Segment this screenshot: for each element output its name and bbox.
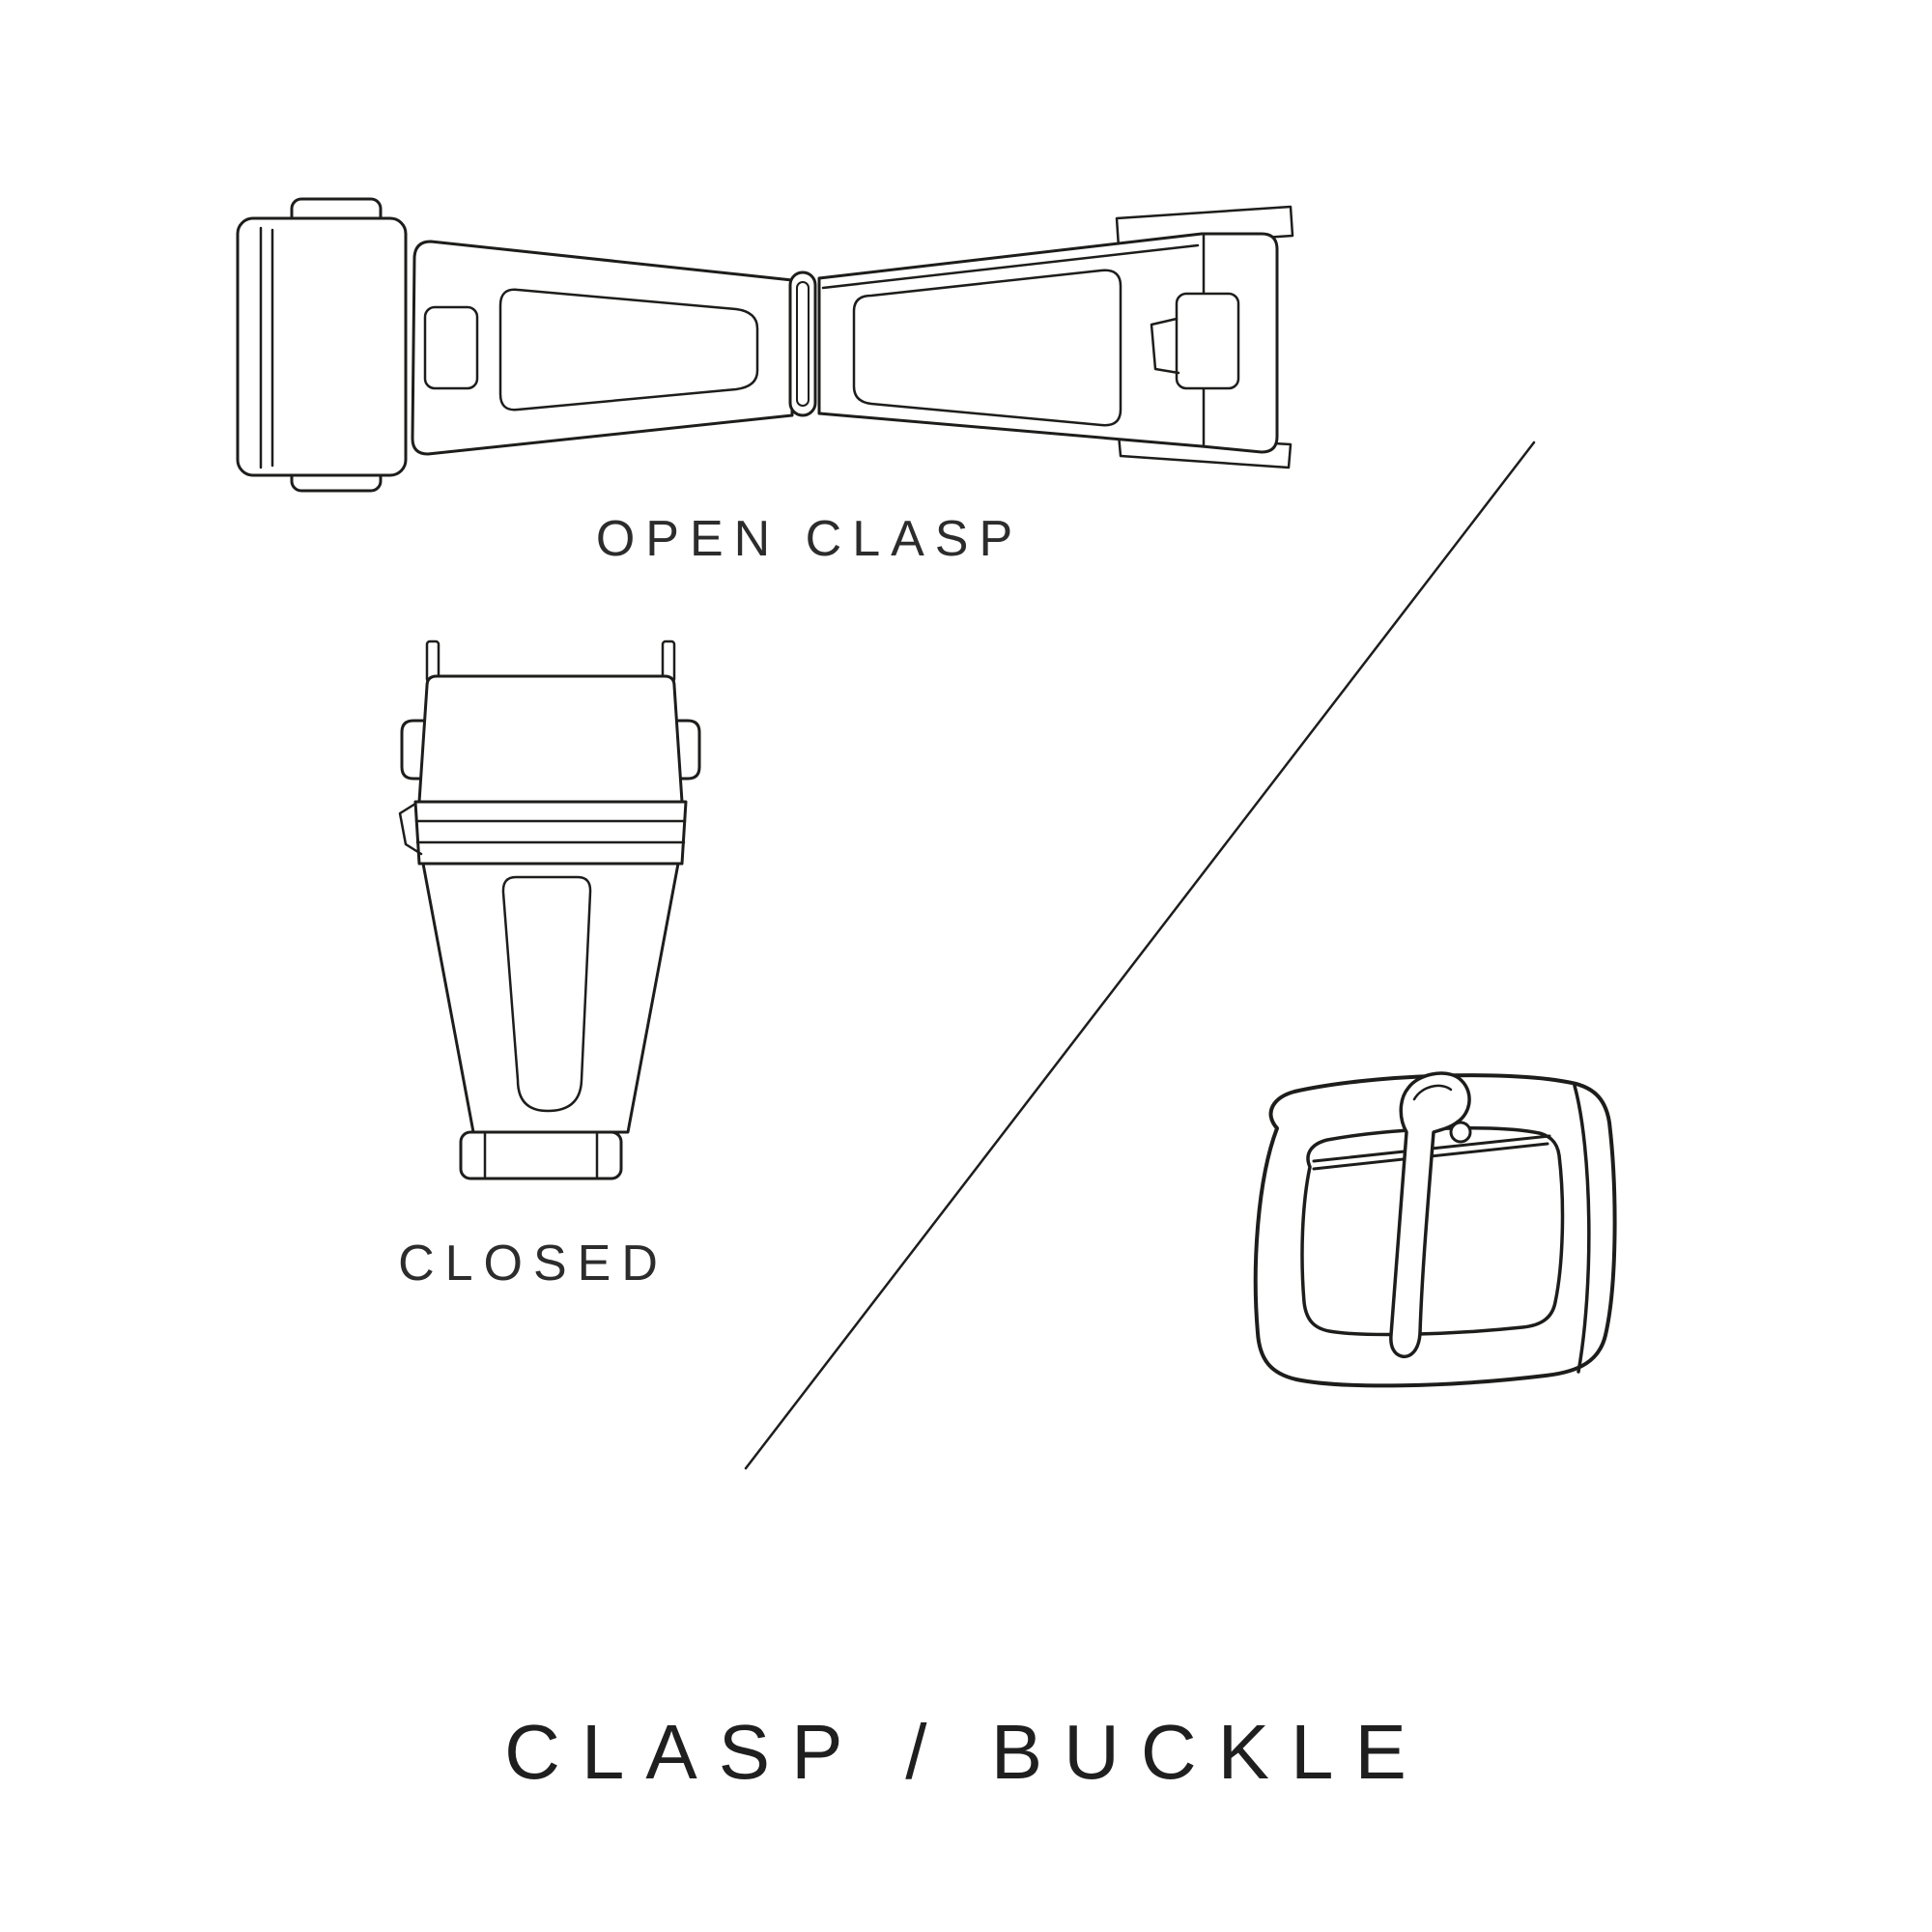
buckle-prong-ring <box>1449 1121 1472 1144</box>
open-clasp-keeper-hook <box>1150 317 1180 375</box>
diagram-title: CLASP / BUCKLE <box>504 1709 1428 1795</box>
buckle-prong-curl-line <box>1412 1084 1453 1101</box>
closed-clasp-illustration <box>398 639 701 1180</box>
closed-clasp-left-button <box>400 719 427 781</box>
open-clasp-hinge-inner <box>796 281 810 407</box>
closed-clasp-fold-mark <box>398 802 423 856</box>
diagonal-divider <box>744 440 1536 1470</box>
buckle-right-band-curve <box>1573 1084 1591 1374</box>
closed-clasp-inner-outline <box>501 875 592 1113</box>
open-clasp-illustration <box>236 197 1294 493</box>
closed-clasp-band <box>413 800 688 866</box>
open-clasp-left-end-link <box>236 216 408 477</box>
closed-clasp-cover <box>417 674 684 804</box>
open-clasp-right-top-edge-line <box>821 243 1200 290</box>
closed-clasp-body <box>421 862 680 1134</box>
open-clasp-right-inner-outline <box>852 269 1122 427</box>
open-clasp-left-inner-outline <box>498 288 759 412</box>
open-clasp-left-hook-cutout <box>423 305 479 390</box>
open-clasp-label: OPEN CLASP <box>595 511 1024 567</box>
closed-label: CLOSED <box>398 1236 668 1292</box>
open-clasp-hinge <box>788 270 817 417</box>
closed-clasp-right-button <box>674 719 701 781</box>
buckle-prong <box>1389 1071 1471 1359</box>
closed-clasp-foot <box>459 1130 623 1180</box>
open-clasp-left-plate <box>411 240 794 456</box>
open-clasp-keeper-cutout <box>1175 292 1240 390</box>
tang-buckle-illustration <box>1253 1071 1617 1388</box>
